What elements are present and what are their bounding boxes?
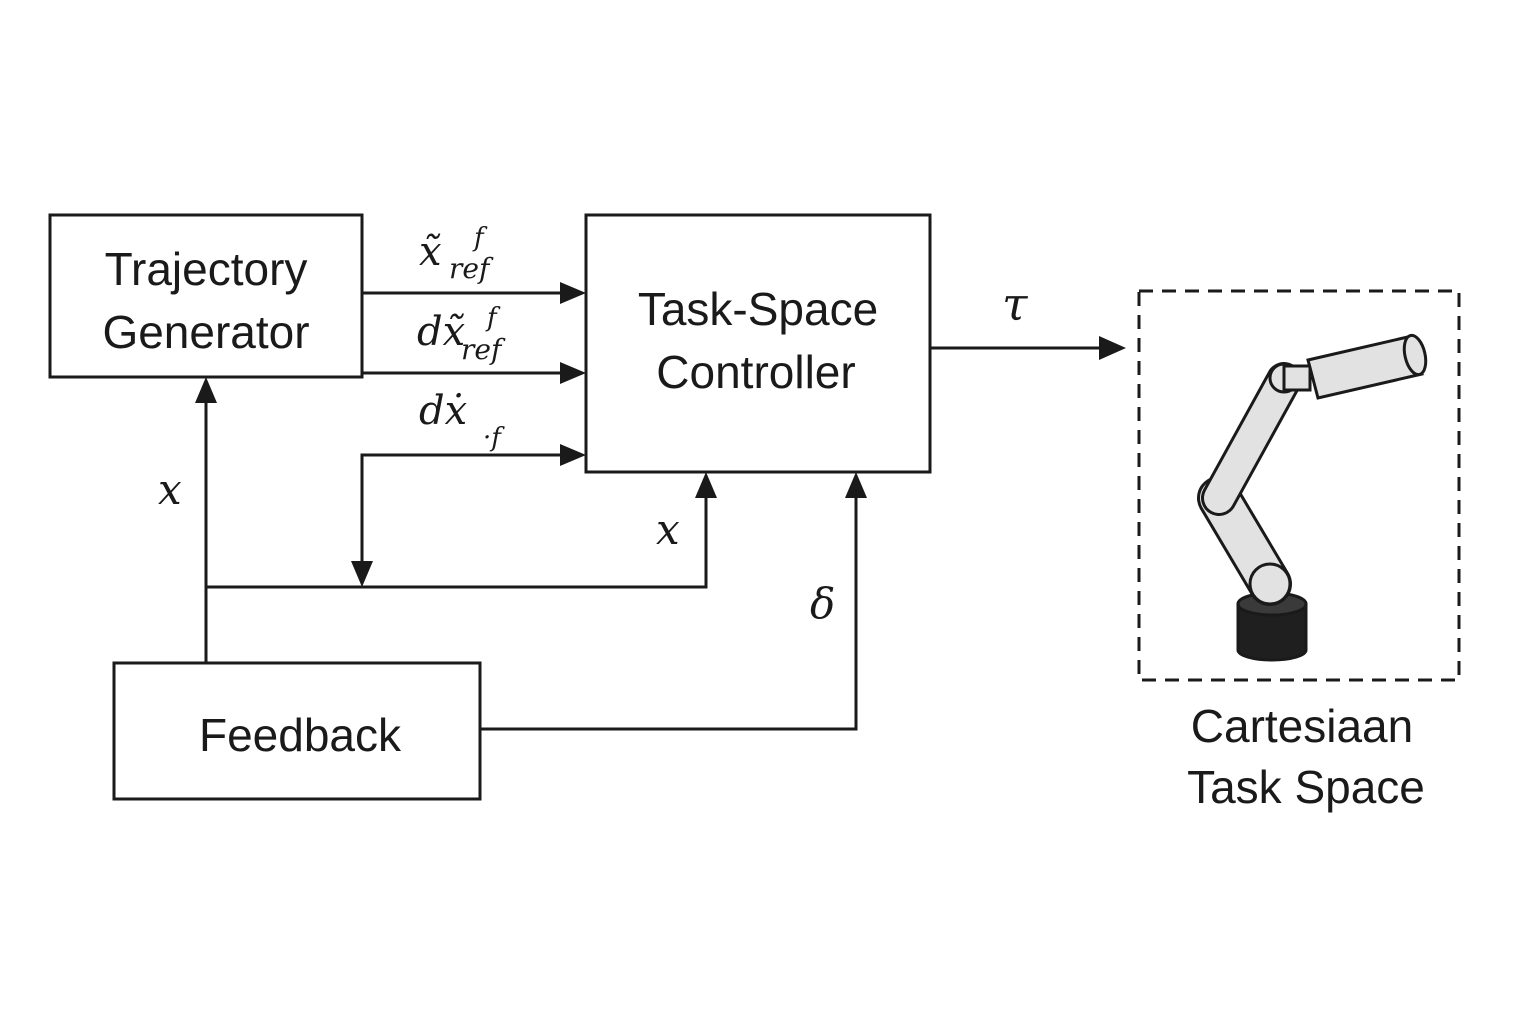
trajectory-generator-label-line2: Generator <box>102 306 309 358</box>
x-generator-label: x <box>158 465 182 514</box>
task-space-dashed-boundary <box>1137 289 1461 682</box>
x-feedback-to-generator: x <box>158 377 217 663</box>
ddx-ref-subscript: ·f <box>483 423 505 453</box>
task-space-controller-block: Task-Space Controller <box>584 213 932 474</box>
feedback-label: Feedback <box>199 709 402 761</box>
ddx-ref-signal: d𝑥̇ ·f <box>351 388 586 587</box>
x-ref-signal: 𝑥̃ f ref <box>362 223 586 304</box>
x-controller-label: x <box>656 505 680 554</box>
arrowhead <box>845 472 867 498</box>
x-ref-subscript: ref <box>449 252 494 285</box>
x-ref-symbol: 𝑥̃ <box>419 229 442 275</box>
x-ref-superscript: f <box>472 223 488 253</box>
arrowhead <box>1099 336 1126 360</box>
tau-signal: τ <box>930 277 1126 360</box>
ddx-ref-symbol: d𝑥̇ <box>419 388 467 434</box>
cartesian-task-space: Cartesiaan Task Space <box>1137 289 1461 813</box>
task-space-label-line2: Task Space <box>1187 761 1425 813</box>
task-space-controller-label-line1: Task-Space <box>638 283 878 335</box>
arrowhead <box>560 444 586 466</box>
delta-label: δ <box>810 579 835 628</box>
dx-ref-signal: d𝑥̃ f ref <box>362 303 586 384</box>
arrowhead <box>695 472 717 498</box>
arrowhead <box>351 561 373 587</box>
trajectory-generator-label-line1: Trajectory <box>105 243 308 295</box>
x-feedback-to-controller: x <box>206 472 717 589</box>
tau-label: τ <box>1002 277 1029 331</box>
dx-ref-subscript: ref <box>461 333 506 366</box>
task-space-label-line1: Cartesiaan <box>1191 700 1413 752</box>
dx-ref-symbol: d𝑥̃ <box>417 309 465 355</box>
feedback-block: Feedback <box>112 661 482 801</box>
trajectory-generator-block: Trajectory Generator <box>48 213 364 379</box>
arrowhead <box>560 362 586 384</box>
arrowhead <box>560 282 586 304</box>
robot-arm-icon <box>1197 333 1428 662</box>
arrowhead <box>195 377 217 403</box>
delta-signal: δ <box>480 472 867 731</box>
dx-ref-superscript: f <box>485 303 501 333</box>
task-space-controller-label-line2: Controller <box>656 346 855 398</box>
